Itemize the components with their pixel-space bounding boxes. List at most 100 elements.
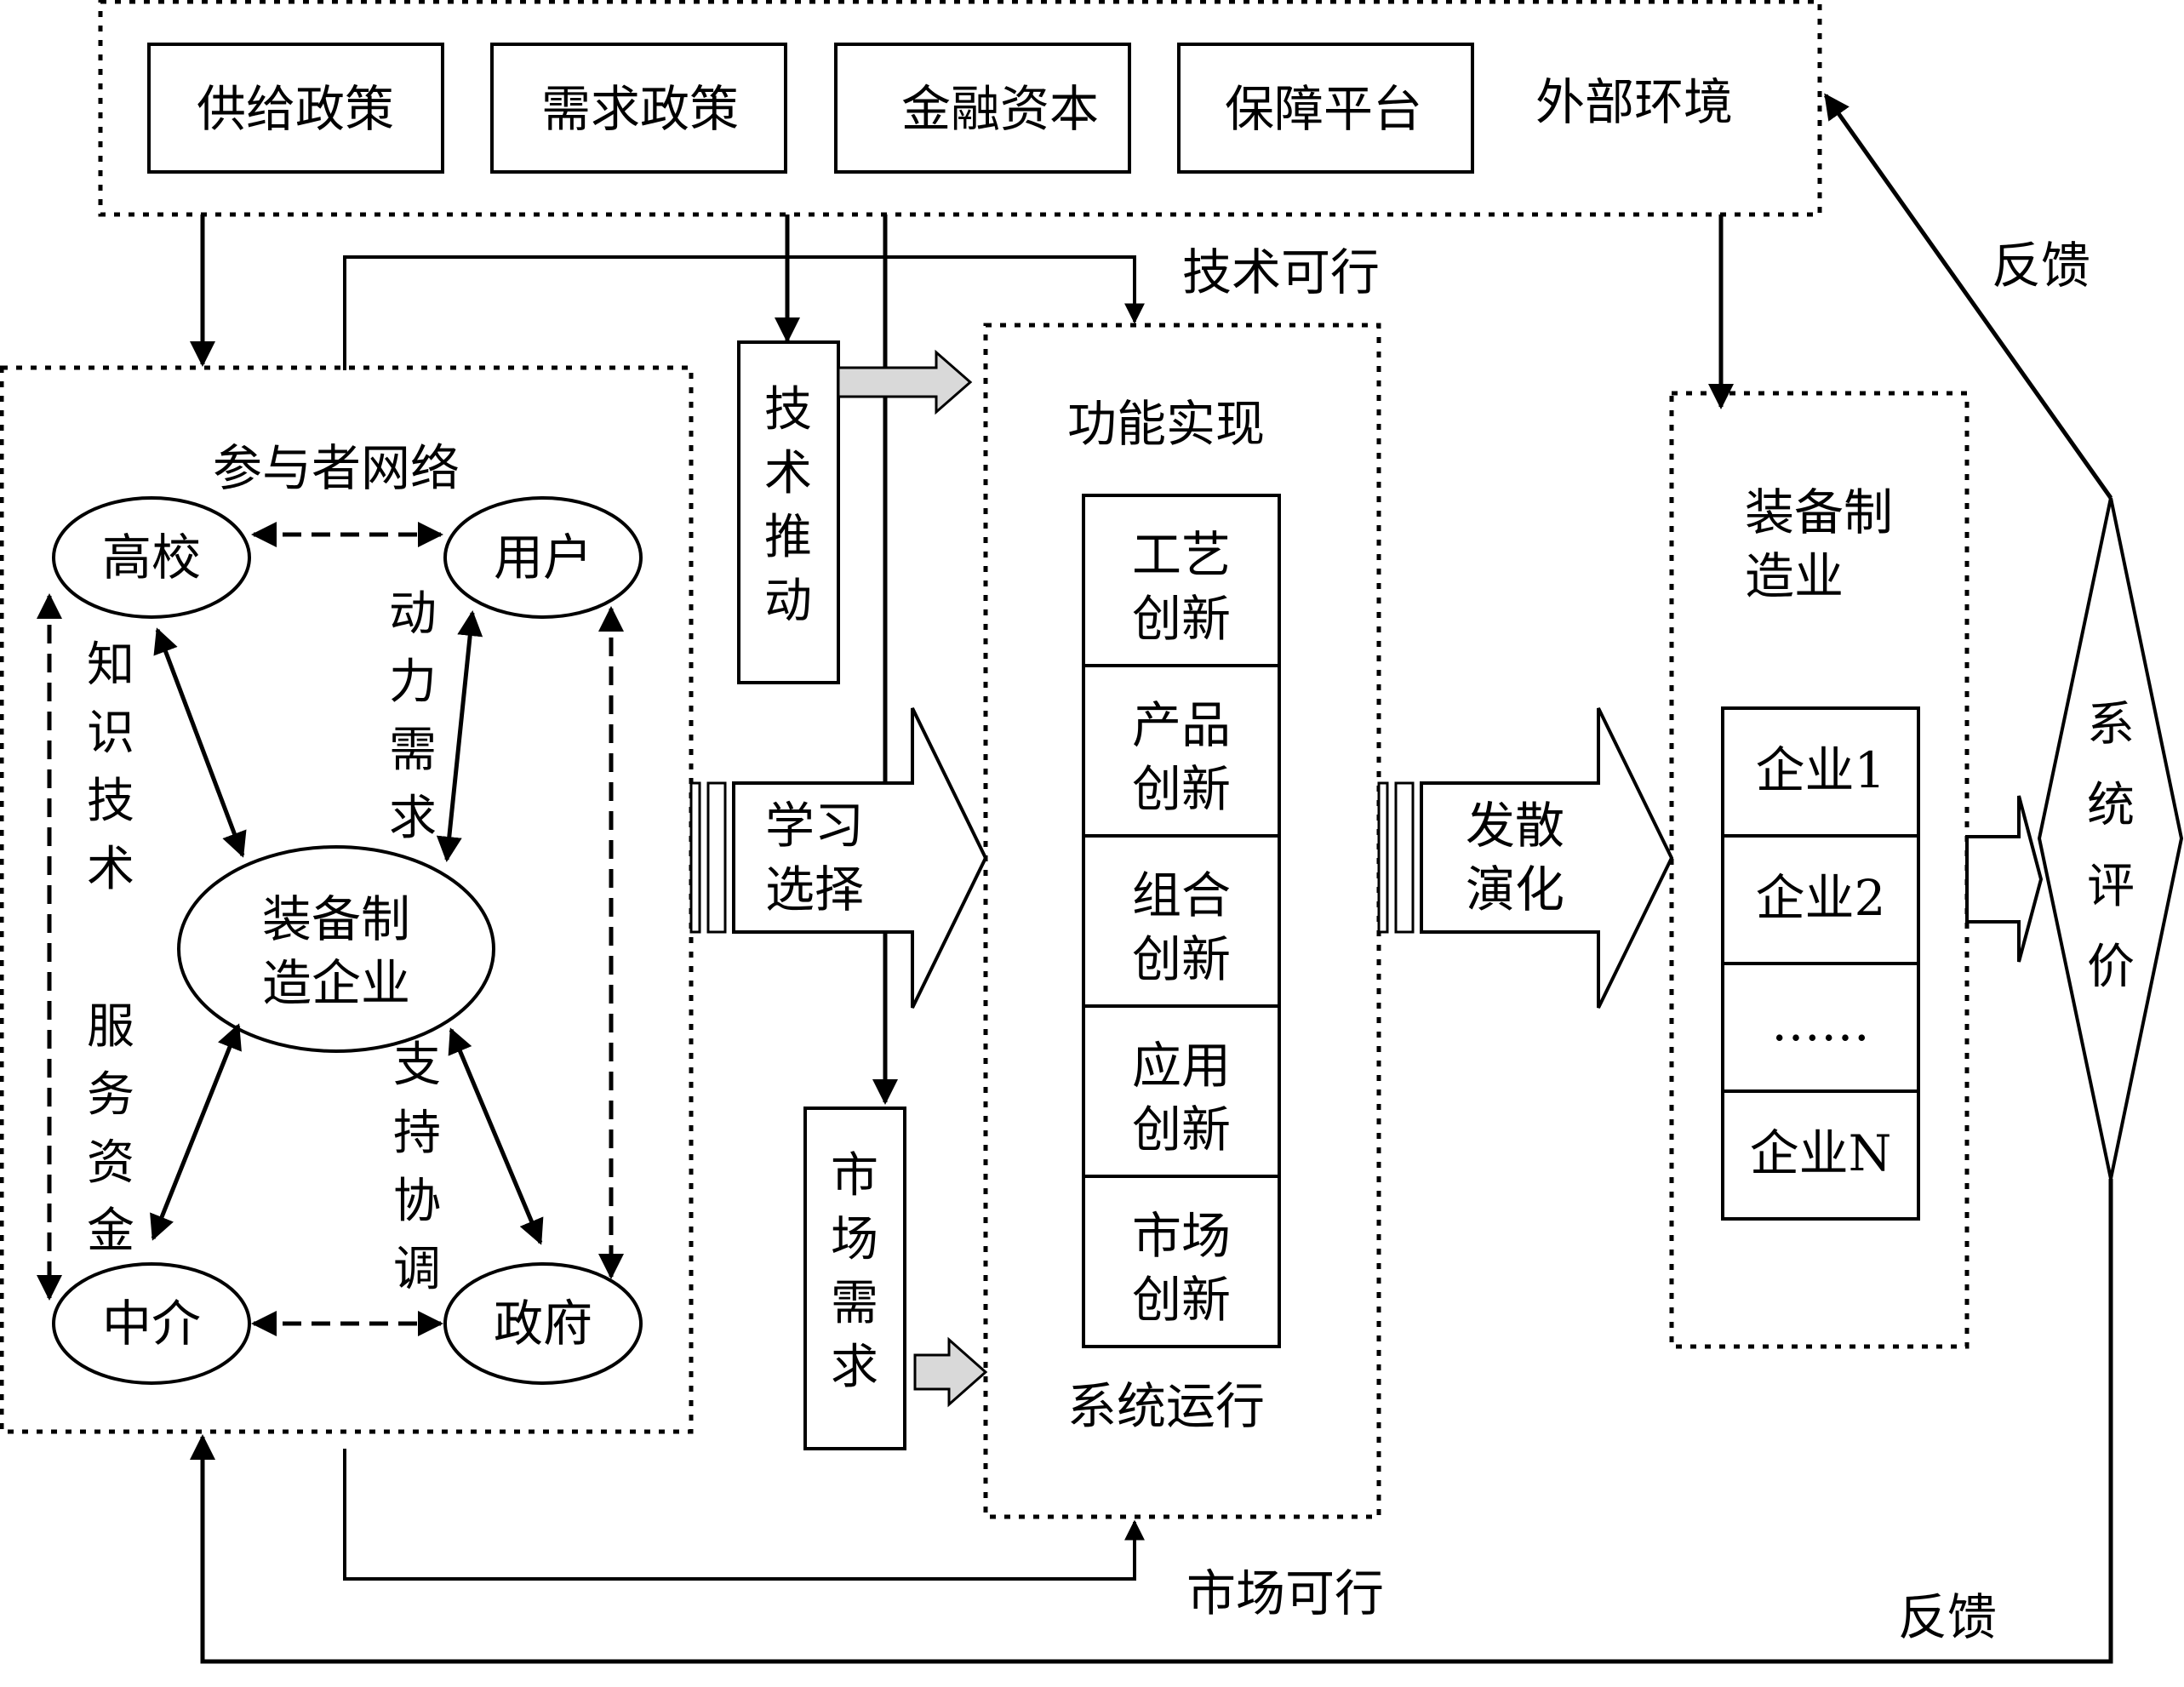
intermediary-node xyxy=(52,1262,251,1385)
svg-text:识: 识 xyxy=(87,706,134,761)
market-innovation-line1: 市场 xyxy=(1132,1207,1231,1265)
government-node xyxy=(443,1262,643,1385)
tech-push-label: 技 术 推 动 xyxy=(764,382,812,629)
svg-text:技: 技 xyxy=(764,382,812,437)
svg-text:动: 动 xyxy=(389,586,437,642)
supply-policy-label: 供给政策 xyxy=(197,80,394,138)
demand-policy-box xyxy=(490,43,787,174)
learning-selection-label-line1: 学习 xyxy=(765,797,864,855)
svg-text:价: 价 xyxy=(2087,940,2135,995)
market-innovation-line2: 创新 xyxy=(1132,1271,1231,1329)
market-demand-label: 市 场 需 求 xyxy=(831,1148,878,1395)
feedback-bottom-label: 反馈 xyxy=(1898,1588,1997,1646)
enterprise-2-label: 企业2 xyxy=(1756,869,1886,927)
system-evaluation-diamond xyxy=(2037,497,2184,1180)
equipment-industry-title-line1: 装备制 xyxy=(1745,483,1893,541)
equipment-enterprise-label-line1: 装备制 xyxy=(262,890,410,948)
diffusion-evolution-label-line2: 演化 xyxy=(1466,861,1564,918)
tech-push-block-arrow xyxy=(837,349,973,415)
product-innovation-line1: 产品 xyxy=(1132,696,1231,754)
enterprise-1-label: 企业1 xyxy=(1756,741,1886,799)
svg-text:知: 知 xyxy=(87,638,134,693)
tech-push-box xyxy=(737,340,840,684)
svg-text:求: 求 xyxy=(831,1340,878,1395)
feedback-bottom-path xyxy=(190,1179,2113,1664)
svg-text:需: 需 xyxy=(389,723,437,778)
knowledge-tech-label: 知 识 技 术 xyxy=(87,638,134,897)
participant-network-title: 参与者网络 xyxy=(213,439,460,497)
market-demand-box xyxy=(803,1107,906,1450)
svg-text:金: 金 xyxy=(87,1204,134,1259)
svg-text:技: 技 xyxy=(87,774,134,829)
svg-text:系: 系 xyxy=(2087,697,2135,752)
svg-text:评: 评 xyxy=(2087,859,2135,914)
driving-demand-label: 动 力 需 求 xyxy=(389,586,437,846)
combination-innovation-cell xyxy=(1082,834,1281,1008)
university-enterprise-link xyxy=(153,627,247,858)
feedback-top-label: 反馈 xyxy=(1992,237,2090,295)
svg-text:市: 市 xyxy=(831,1148,878,1204)
university-node xyxy=(52,496,251,619)
financial-capital-box xyxy=(834,43,1131,174)
market-demand-block-arrow xyxy=(913,1336,988,1408)
financial-capital-label: 金融资本 xyxy=(901,80,1099,138)
innovation-stack: 工艺 创新 产品 创新 组合 创新 应用 创新 市场 创新 xyxy=(1082,494,1281,1348)
enterprise-government-link xyxy=(448,1027,544,1245)
svg-text:场: 场 xyxy=(831,1212,878,1267)
svg-text:服: 服 xyxy=(87,999,134,1055)
svg-text:术: 术 xyxy=(87,842,134,897)
learning-selection-label-line2: 选择 xyxy=(765,861,864,918)
enterprise-1-cell xyxy=(1721,706,1920,838)
equipment-industry-title-line2: 造业 xyxy=(1745,547,1844,605)
enterprise-list: 企业1 企业2 …… 企业N xyxy=(1721,706,1920,1221)
supply-policy-box xyxy=(147,43,444,174)
government-label: 政府 xyxy=(494,1295,592,1352)
tech-feasible-path xyxy=(343,255,1145,370)
university-label: 高校 xyxy=(102,529,201,586)
svg-text:持: 持 xyxy=(393,1106,441,1161)
system-evaluation-label: 系 统 评 价 xyxy=(2087,697,2135,995)
user-enterprise-link xyxy=(436,610,483,862)
svg-text:资: 资 xyxy=(87,1135,134,1191)
application-innovation-line2: 创新 xyxy=(1132,1101,1231,1158)
enterprise-2-cell xyxy=(1721,834,1920,965)
external-environment-label: 外部环境 xyxy=(1535,73,1733,131)
combination-innovation-line2: 创新 xyxy=(1132,930,1231,988)
product-innovation-line2: 创新 xyxy=(1132,760,1231,818)
user-node xyxy=(443,496,643,619)
enterprise-intermediary-link xyxy=(150,1023,242,1241)
feedback-top-arrow xyxy=(1823,93,2113,500)
svg-text:力: 力 xyxy=(389,655,437,710)
guarantee-platform-label: 保障平台 xyxy=(1225,80,1422,138)
service-capital-label: 服 务 资 金 xyxy=(87,999,134,1259)
svg-text:调: 调 xyxy=(393,1242,441,1297)
system-operation-label: 系统运行 xyxy=(1067,1377,1265,1435)
learning-selection-block-arrow xyxy=(732,707,988,1009)
learning-arrow-bar1 xyxy=(689,781,701,934)
market-feasible-label: 市场可行 xyxy=(1186,1564,1384,1622)
svg-text:协: 协 xyxy=(393,1174,441,1229)
external-environment-frame xyxy=(98,0,1822,217)
support-coordination-label: 支 持 协 调 xyxy=(393,1038,441,1297)
industry-to-evaluation-block-arrow xyxy=(1965,795,2044,963)
tech-feasible-label: 技术可行 xyxy=(1182,243,1380,301)
user-label: 用户 xyxy=(494,529,592,586)
product-innovation-cell xyxy=(1082,664,1281,838)
svg-text:务: 务 xyxy=(87,1067,134,1123)
market-feasible-path xyxy=(343,1449,1145,1581)
svg-text:统: 统 xyxy=(2087,778,2135,833)
enterprise-n-cell xyxy=(1721,1089,1920,1221)
enterprise-ellipsis-label: …… xyxy=(1771,994,1870,1052)
svg-text:术: 术 xyxy=(764,446,812,501)
market-innovation-cell xyxy=(1082,1175,1281,1348)
demand-policy-label: 需求政策 xyxy=(541,80,739,138)
diffusion-arrow-bar1 xyxy=(1377,781,1389,934)
application-innovation-cell xyxy=(1082,1004,1281,1178)
application-innovation-line1: 应用 xyxy=(1132,1037,1231,1095)
equipment-enterprise-label-line2: 造企业 xyxy=(262,954,410,1012)
svg-text:推: 推 xyxy=(764,510,812,565)
svg-text:动: 动 xyxy=(764,574,812,629)
guarantee-platform-box xyxy=(1177,43,1474,174)
